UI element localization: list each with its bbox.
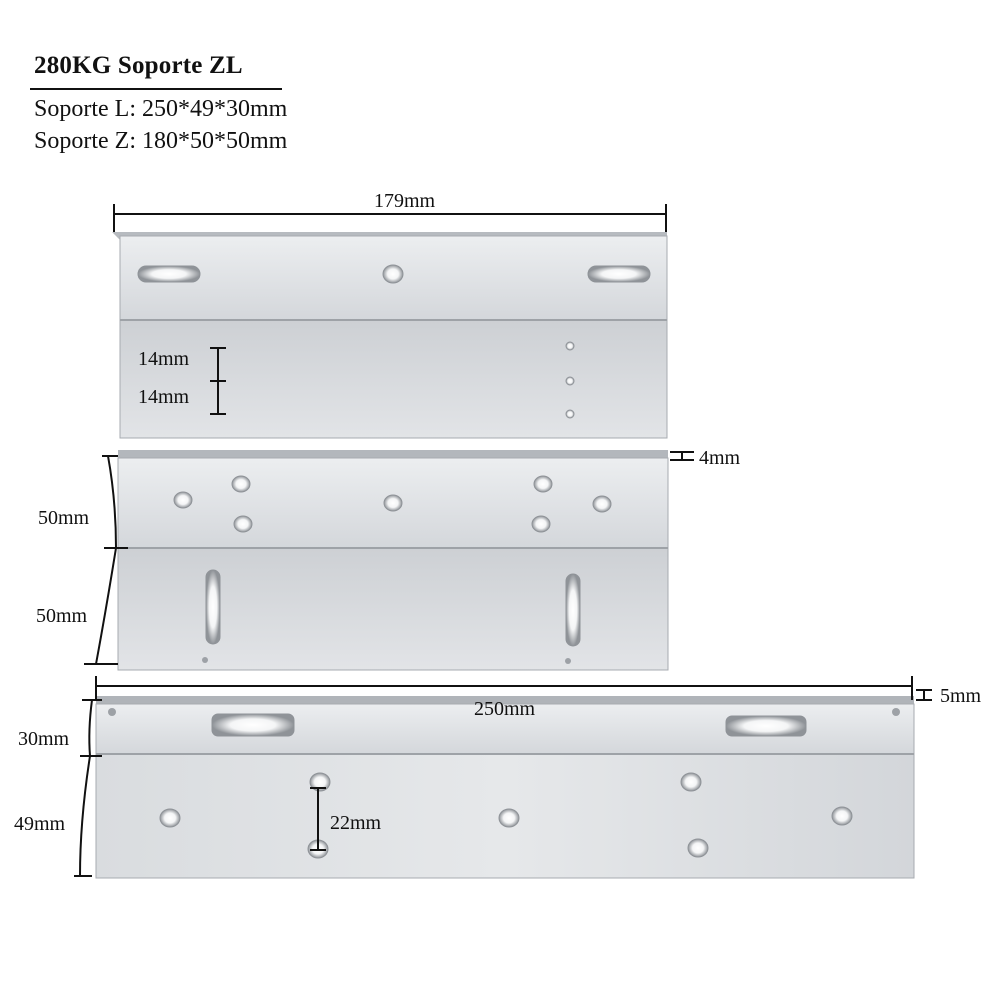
dim-z-height-upper: 50mm <box>38 507 90 529</box>
dim-length-top: 179mm <box>374 190 436 212</box>
dim-z-height-lower: 50mm <box>36 605 88 627</box>
dim-thickness-z: 4mm <box>699 447 741 469</box>
dim-l-height-lower: 49mm <box>14 813 66 835</box>
dimension-lines <box>74 204 932 877</box>
title-underline <box>30 88 282 90</box>
top-bracket <box>112 232 668 439</box>
dim-hole-gap-1: 14mm <box>138 348 190 370</box>
page-title: 280KG Soporte ZL <box>34 52 243 79</box>
bottom-bracket <box>95 696 915 879</box>
dim-length-l: 250mm <box>474 698 536 720</box>
z-bracket-spec: Soporte Z: 180*50*50mm <box>34 128 288 154</box>
dim-l-height-upper: 30mm <box>18 728 70 750</box>
l-bracket-spec: Soporte L: 250*49*30mm <box>34 96 288 122</box>
dim-hole-spacing: 22mm <box>330 812 382 834</box>
dim-thickness-l: 5mm <box>940 685 982 707</box>
dim-hole-gap-2: 14mm <box>138 386 190 408</box>
middle-bracket <box>117 450 669 671</box>
